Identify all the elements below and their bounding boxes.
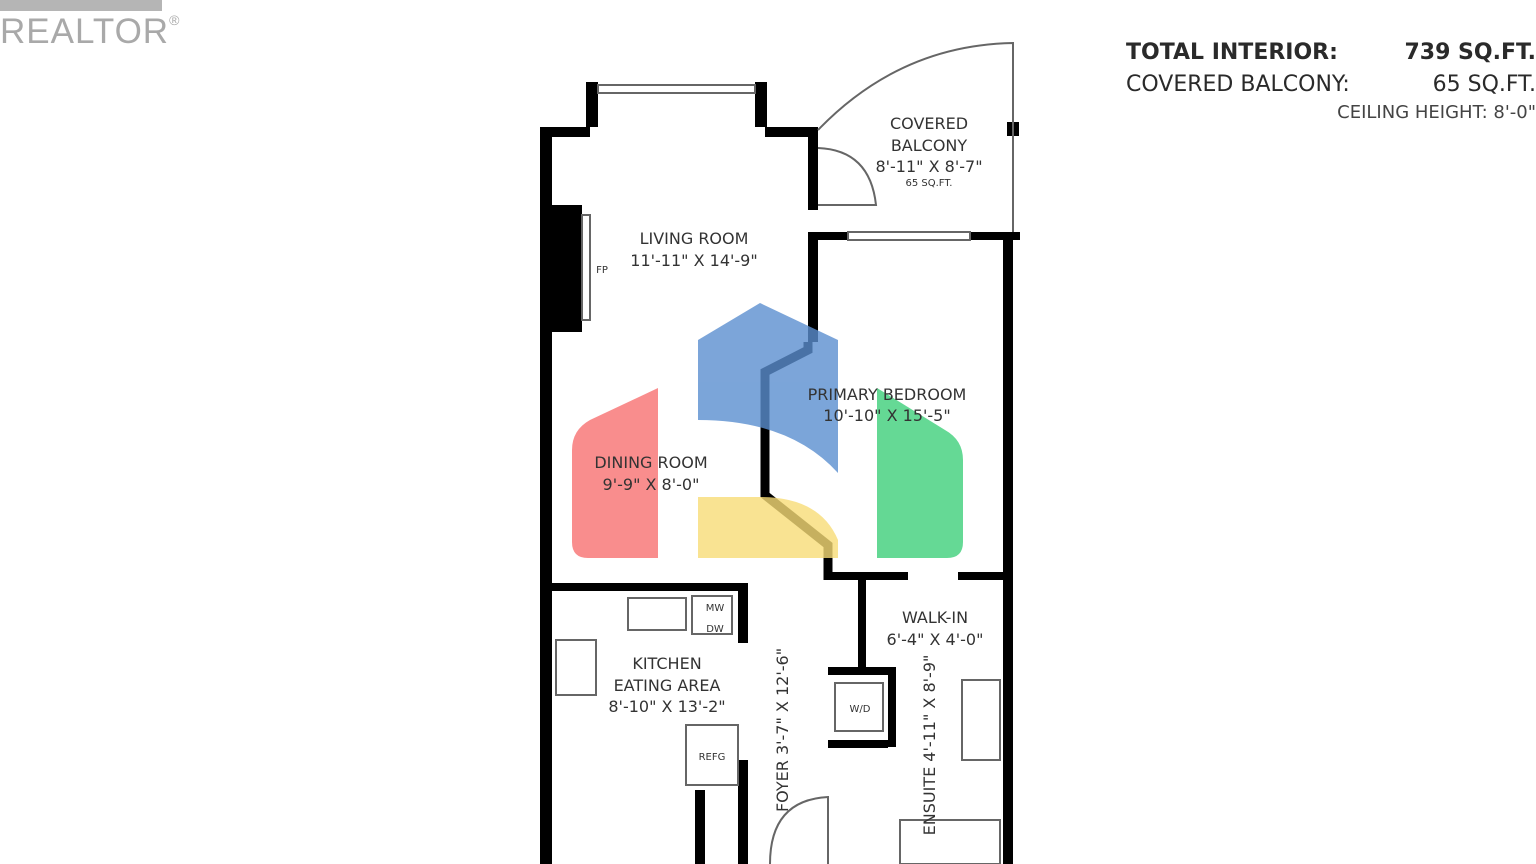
room-labels: COVERED BALCONY 8'-11" X 8'-7" 65 SQ.FT.… (594, 114, 983, 835)
walkin-label: WALK-IN (902, 608, 968, 627)
fixtures (555, 41, 1014, 864)
kitchen-dims: 8'-10" X 13'-2" (608, 697, 725, 716)
living-room-dims: 11'-11" X 14'-9" (630, 251, 757, 270)
balcony-dims: 8'-11" X 8'-7" (875, 157, 982, 176)
kitchen-label: KITCHEN (632, 654, 701, 673)
balcony-value: 65 SQ.FT. (1432, 71, 1536, 97)
ensuite-label: ENSUITE 4'-11" X 8'-9" (920, 655, 939, 836)
logo-green-shape (877, 388, 963, 558)
dining-room-label: DINING ROOM (594, 453, 707, 472)
fireplace-label: FP (596, 265, 608, 276)
area-summary: TOTAL INTERIOR: 739 SQ.FT. COVERED BALCON… (1126, 36, 1536, 124)
washer-dryer-label: W/D (850, 704, 871, 715)
walkin-dims: 6'-4" X 4'-0" (887, 630, 984, 649)
walls (540, 82, 1020, 864)
foyer-label: FOYER 3'-7" X 12'-6" (773, 648, 792, 812)
realtor-logo-bar (0, 0, 162, 11)
ceiling-height: CEILING HEIGHT: 8'-0" (1337, 102, 1536, 123)
balcony-label: COVERED BALCONY: (1126, 71, 1350, 97)
fridge-label: REFG (699, 752, 726, 763)
logo-red-shape (572, 388, 658, 558)
loading-logo-overlay (572, 303, 963, 558)
logo-yellow-shape (698, 497, 838, 558)
bedroom-label: PRIMARY BEDROOM (808, 385, 967, 404)
balcony-area: 65 SQ.FT. (906, 178, 953, 189)
balcony-label-2: BALCONY (891, 136, 968, 155)
dishwasher-label: DW (706, 624, 724, 635)
dining-room-dims: 9'-9" X 8'-0" (603, 475, 700, 494)
logo-blue-shape (698, 303, 838, 473)
kitchen-label-2: EATING AREA (614, 676, 721, 695)
realtor-logo: REALTOR® (0, 12, 181, 51)
total-interior-value: 739 SQ.FT. (1404, 39, 1536, 65)
microwave-label: MW (706, 603, 725, 614)
bedroom-dims: 10'-10" X 15'-5" (823, 406, 950, 425)
total-interior-label: TOTAL INTERIOR: (1126, 39, 1338, 65)
balcony-label: COVERED (890, 114, 968, 133)
living-room-label: LIVING ROOM (640, 229, 749, 248)
